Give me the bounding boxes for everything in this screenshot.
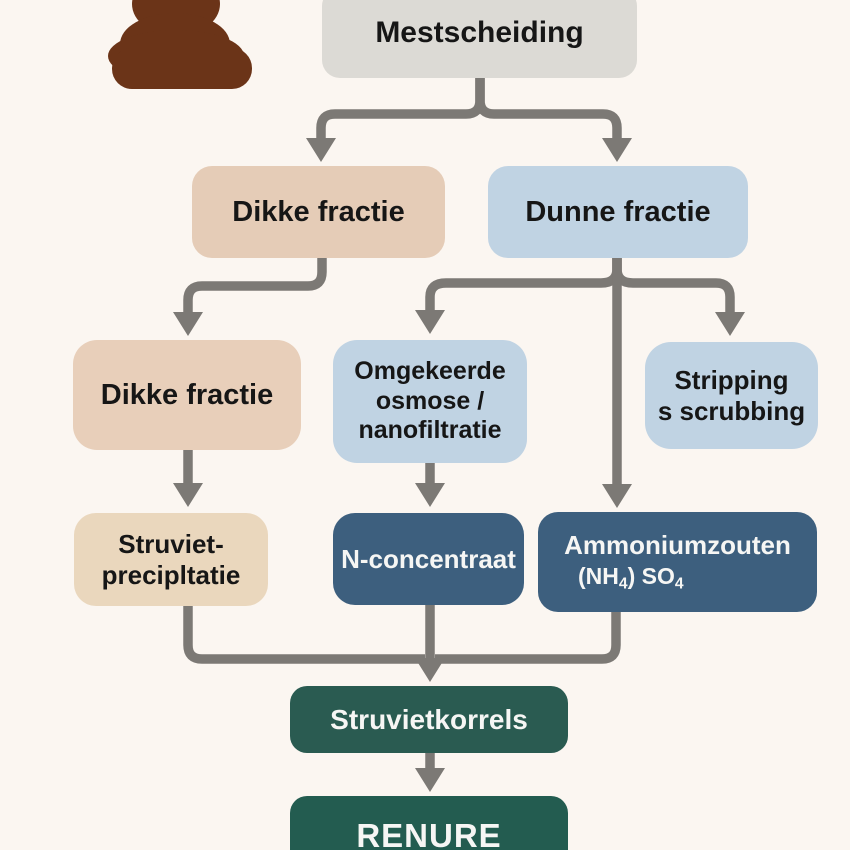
node-label: Dikke fractie	[232, 195, 405, 228]
node-ammoniumzouten: Ammoniumzouten (NH4) SO4	[538, 512, 817, 612]
node-label: Dunne fractie	[525, 195, 711, 228]
arrow-mestscheiding-to-dunne-fractie	[475, 78, 632, 162]
node-label-formula: (NH4) SO4	[578, 563, 684, 593]
arrow-dunne-fractie-to-ammoniumzouten	[602, 254, 632, 508]
node-stripping-scrubbing: Stripping s scrubbing	[645, 342, 818, 449]
node-label-line: Stripping	[674, 364, 789, 395]
node-struvietkorrels: Struvietkorrels	[290, 686, 568, 753]
node-struviet-precipitatie: Struviet- precipltatie	[74, 513, 268, 606]
arrow-struvietkorrels-to-renure	[415, 752, 445, 792]
node-omgekeerde-osmose-nanofiltratie: Omgekeerde osmose / nanofiltratie	[333, 340, 527, 463]
node-label-line: osmose /	[375, 386, 485, 415]
node-dunne-fractie: Dunne fractie	[488, 166, 748, 258]
node-label: RENURE	[356, 816, 502, 850]
node-n-concentraat: N-concentraat	[333, 513, 524, 605]
arrow-dunne-fractie-to-omgekeerde-osmose	[415, 254, 622, 334]
node-label-line: nanofiltratie	[358, 416, 502, 445]
arrow-dikke-fractie-2-to-struviet	[173, 449, 203, 507]
node-mestscheiding: Mestscheiding	[322, 0, 637, 78]
arrow-dunne-fractie-to-stripping	[612, 254, 745, 336]
arrow-merge-to-struvietkorrels	[183, 603, 621, 682]
arrow-omgekeerde-osmose-to-n-concentraat	[415, 461, 445, 507]
node-dikke-fractie-mid: Dikke fractie	[73, 340, 301, 450]
node-label: N-concentraat	[341, 543, 516, 574]
node-label: Struvietkorrels	[330, 703, 528, 735]
arrow-dikke-fractie-to-dikke-fractie-2	[173, 254, 327, 336]
arrow-mestscheiding-to-dikke-fractie	[306, 78, 485, 162]
node-label-line: precipltatie	[101, 559, 241, 590]
node-label-line: s scrubbing	[657, 395, 806, 426]
node-label-line: Ammoniumzouten	[564, 529, 791, 560]
node-label: Mestscheiding	[375, 16, 584, 50]
node-dikke-fractie-top: Dikke fractie	[192, 166, 445, 258]
node-label-line: Struviet-	[118, 528, 224, 559]
node-label: Dikke fractie	[100, 378, 274, 411]
node-label-line: Omgekeerde	[354, 357, 506, 386]
poop-icon	[108, 0, 252, 89]
node-renure: RENURE	[290, 796, 568, 850]
